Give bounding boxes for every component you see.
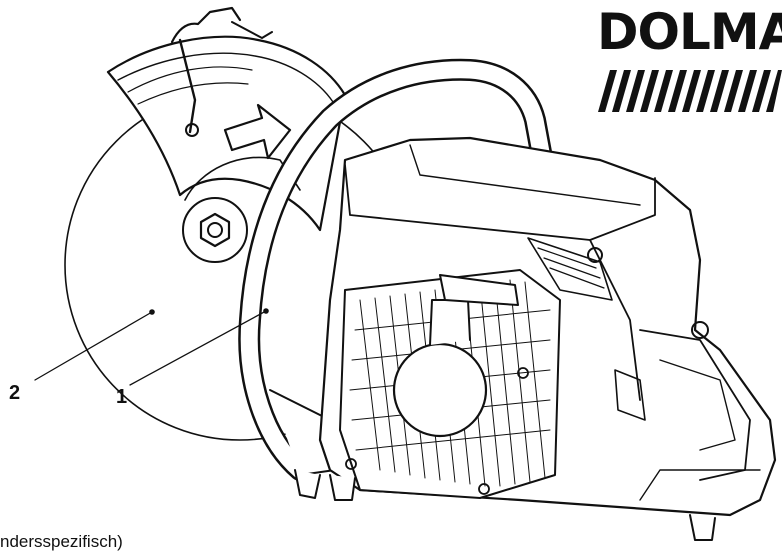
callout-label-2: 2	[9, 382, 21, 404]
fan-cover	[339, 269, 561, 499]
brand-stripe-mark	[598, 70, 782, 112]
caption-text: ndersspezifisch)	[0, 532, 123, 551]
feet	[294, 469, 716, 541]
front-handle	[238, 58, 559, 481]
leader-lines	[34, 308, 269, 386]
disc-nut-icon	[199, 212, 231, 248]
callout-label-1: 1	[116, 386, 128, 408]
brand-logo: DOLMA	[597, 2, 782, 112]
rotation-arrow-icon	[223, 103, 292, 160]
brand-name: DOLMA	[597, 3, 782, 61]
